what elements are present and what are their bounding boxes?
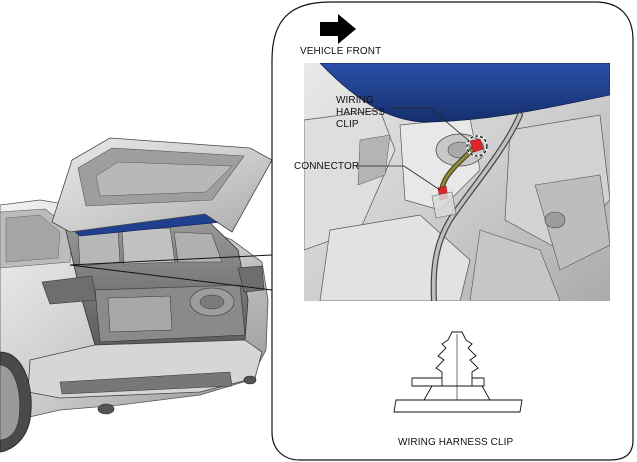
callout-line: HARNESS bbox=[336, 107, 386, 118]
vehicle-front-label: VEHICLE FRONT bbox=[300, 46, 382, 57]
clip-cross-section bbox=[393, 331, 523, 413]
detail-image bbox=[304, 63, 610, 301]
clip-caption: WIRING HARNESS CLIP bbox=[398, 437, 514, 448]
leader-lines bbox=[356, 107, 469, 191]
callout-line: CLIP bbox=[336, 119, 359, 130]
arrow-right-icon bbox=[320, 14, 356, 44]
connector-label: CONNECTOR bbox=[294, 161, 360, 172]
vehicle-illustration bbox=[0, 137, 273, 453]
callout-line: WIRING bbox=[336, 95, 374, 106]
wiring-harness-clip-callout: WIRING HARNESS CLIP bbox=[336, 95, 385, 131]
